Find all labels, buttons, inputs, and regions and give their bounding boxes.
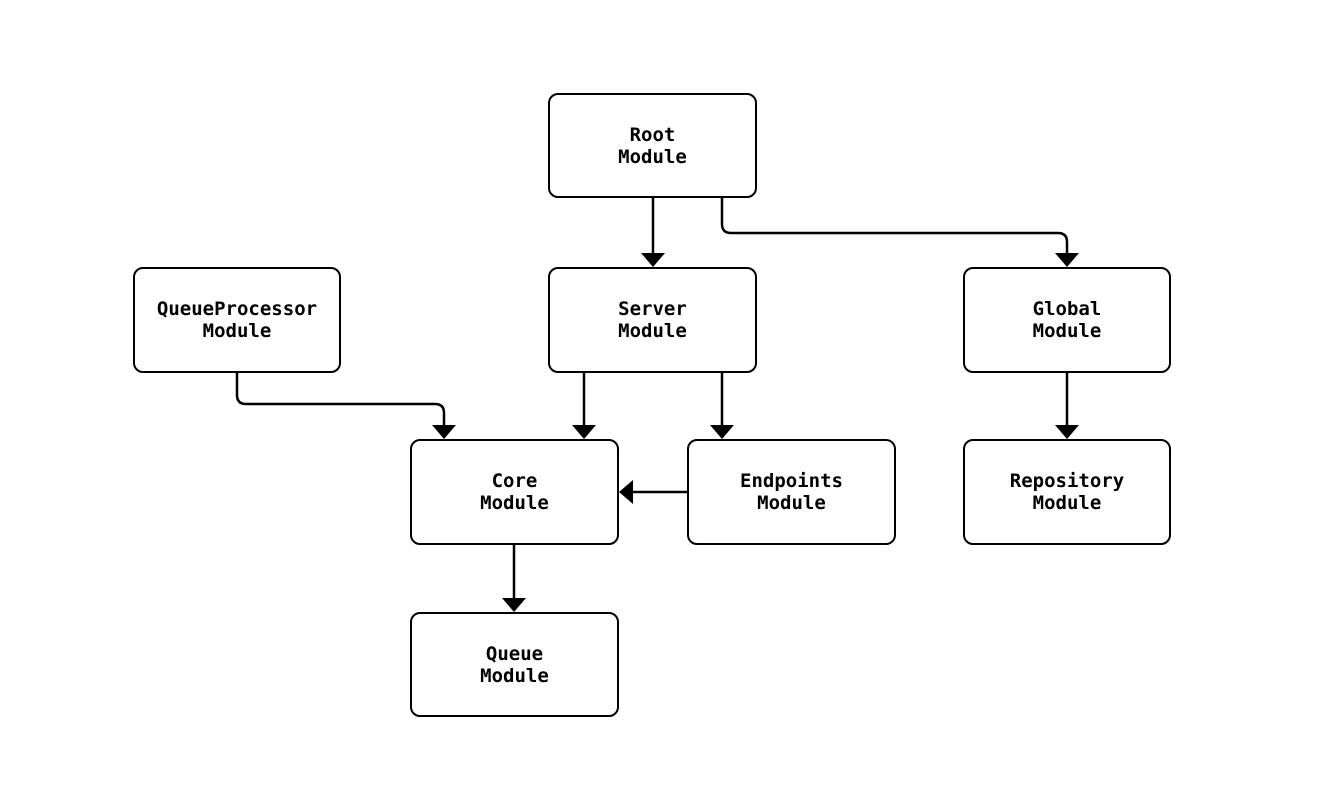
node-label: Repository [1009,470,1125,492]
node-label: Module [480,492,549,514]
edge-queueprocessor-to-core [235,373,446,425]
arrowhead-global-to-repository [1055,425,1079,439]
node-label: Module [1032,320,1102,342]
node-label: Module [757,492,826,514]
node-label: Server [618,298,687,320]
node-label: Module [480,664,549,687]
arrowhead-server-to-endpoints [710,425,734,439]
node-label: Global [1032,298,1102,320]
node-label: Module [202,320,272,342]
node-label: Module [618,320,687,342]
edge-root-to-global [720,198,1069,253]
node-label: Core [491,470,538,492]
node-label: Endpoints [740,470,843,492]
node-label: Module [1032,492,1102,514]
node-label: Root [629,123,676,146]
node-label: QueueProcessor [156,298,318,320]
arrowhead-core-to-queue [502,598,526,612]
node-label: Module [618,145,687,168]
arrowhead-queueprocessor-to-core [432,425,456,439]
node-label: Queue [485,642,544,665]
arrowhead-root-to-server [641,253,665,267]
arrowhead-root-to-global [1055,253,1079,267]
arrowhead-endpoints-to-core [619,480,633,504]
arrowhead-server-to-core [572,425,596,439]
